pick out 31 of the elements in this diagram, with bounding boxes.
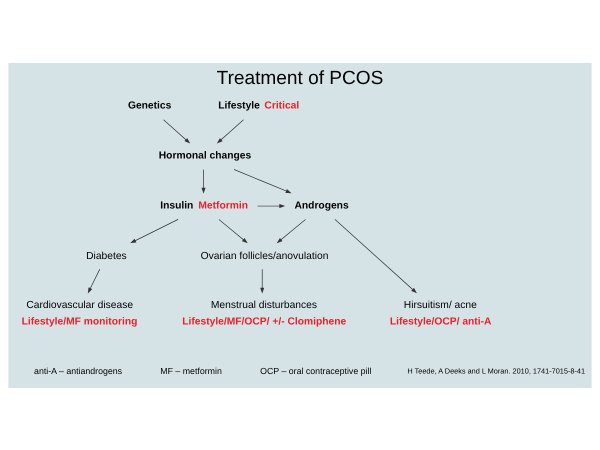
arrow xyxy=(130,218,179,243)
node-label: Lifestyle/MF/OCP/ +/- Clomiphene xyxy=(182,316,346,327)
arrow xyxy=(260,268,264,294)
node-text: Androgens xyxy=(294,200,349,211)
node-text: Ovarian follicles/anovulation xyxy=(200,250,328,262)
node-text: Menstrual disturbances xyxy=(210,300,318,311)
node-text: Insulin xyxy=(160,200,194,211)
node-text: Lifestyle xyxy=(218,100,260,112)
arrow xyxy=(234,168,292,193)
node-text: Hirsuitism/ acne xyxy=(404,300,477,311)
label: MF – metformin xyxy=(160,366,222,376)
arrow xyxy=(216,118,244,144)
node-label: Lifestyle/MF monitoring xyxy=(22,316,138,327)
label: anti-A – antiandrogens xyxy=(34,366,122,376)
arrow xyxy=(163,118,190,144)
diagram-title: Treatment of PCOS xyxy=(216,68,384,89)
arrow xyxy=(201,168,206,194)
node-label: Metformin xyxy=(198,200,248,211)
arrow xyxy=(88,268,100,293)
arrow xyxy=(218,218,248,243)
arrow xyxy=(334,218,417,293)
label: OCP – oral contraceptive pill xyxy=(260,366,372,376)
node-text: Diabetes xyxy=(86,250,127,262)
node-label: Lifestyle/OCP/ anti-A xyxy=(390,316,492,327)
arrow xyxy=(276,218,306,243)
node-label: Critical xyxy=(264,100,300,112)
node-text: Hormonal changes xyxy=(158,150,252,162)
arrow xyxy=(257,204,286,208)
label: H Teede, A Deeks and L Moran. 2010, 1741-7015-8-41 xyxy=(407,366,586,376)
node-text: Cardiovascular disease xyxy=(26,300,134,311)
node-text: Genetics xyxy=(128,100,172,112)
